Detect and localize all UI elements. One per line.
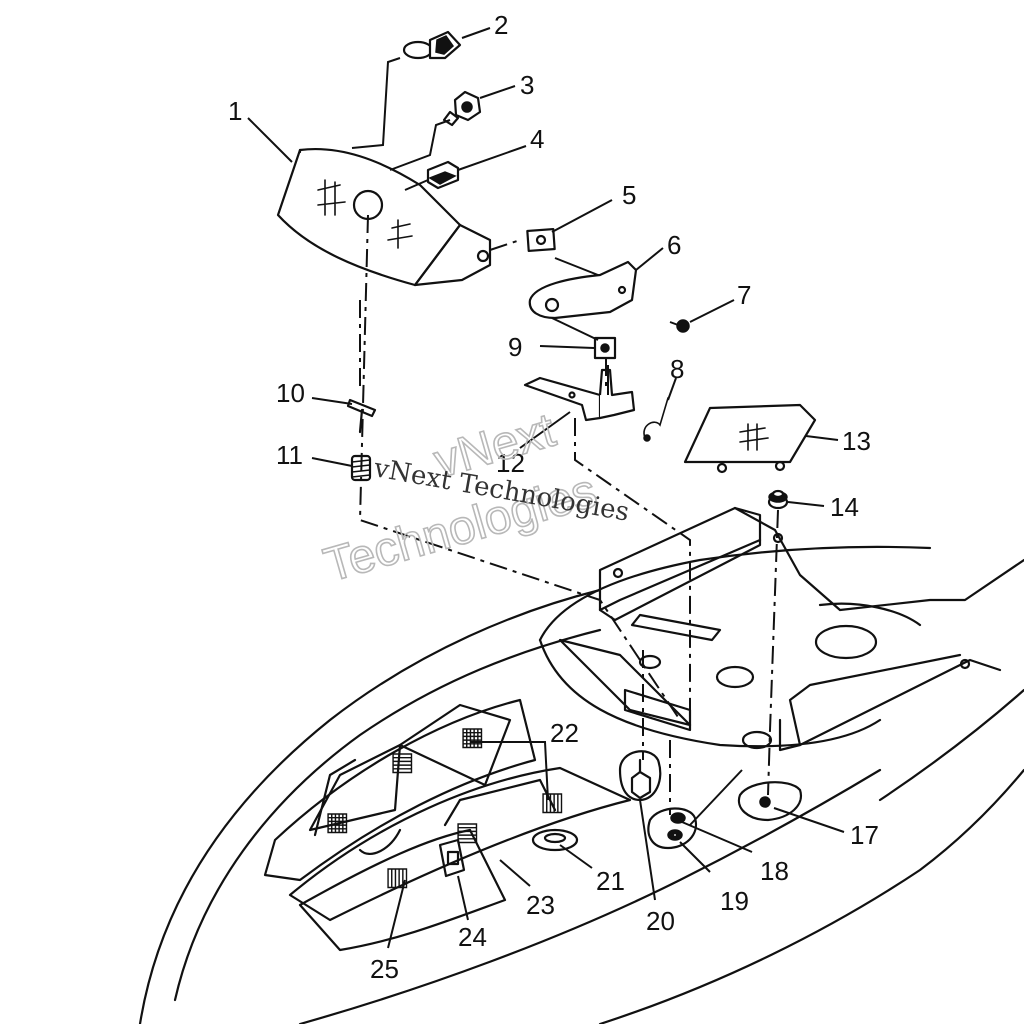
callout-7: 7 [737, 280, 751, 310]
callout-3: 3 [520, 70, 534, 100]
callout-17: 17 [850, 820, 879, 850]
callout-9: 9 [508, 332, 522, 362]
small-grommet [531, 828, 579, 852]
callout-1: 1 [228, 96, 242, 126]
callout-11: 11 [276, 440, 303, 470]
grommet [767, 489, 789, 510]
dash-glyph-6: ▥ [385, 861, 410, 891]
callout-2: 2 [494, 10, 508, 40]
dash-glyph-1: ▦ [325, 806, 350, 836]
watermark: Technologies vNext vNext Technologies [318, 403, 632, 593]
callout-4: 4 [530, 124, 544, 154]
square-nut [593, 336, 617, 360]
hood-body [138, 506, 1024, 1024]
callout-19: 19 [720, 886, 749, 916]
callout-24: 24 [458, 922, 487, 952]
nut-washer-set [618, 750, 698, 850]
small-switch [438, 838, 466, 878]
spring-clip [643, 397, 669, 442]
washer-plate [526, 228, 556, 252]
callout-23: 23 [526, 890, 555, 920]
bulb-socket [442, 90, 482, 127]
cover-panel [683, 403, 817, 474]
dash-glyph-3: ▦ [460, 721, 485, 751]
mount-bracket [528, 260, 638, 320]
dash-glyph-2: ▤ [390, 746, 415, 776]
dashboard-panels: ▦ ▤ ▦ ▥ ▤ ▥ [263, 698, 632, 952]
assembly-centerlines [358, 214, 779, 815]
screw-plate [737, 781, 803, 822]
connector [426, 160, 460, 190]
callout-20: 20 [646, 906, 675, 936]
callout-21: 21 [596, 866, 625, 896]
callout-18: 18 [760, 856, 789, 886]
callout-13: 13 [842, 426, 871, 456]
headlight-housing [276, 148, 492, 287]
callout-labels: 1 2 3 4 5 6 7 8 9 10 11 12 13 14 17 18 1… [228, 10, 879, 984]
wiring-routes [351, 57, 609, 395]
callout-6: 6 [667, 230, 681, 260]
callout-5: 5 [622, 180, 636, 210]
callout-22: 22 [550, 718, 579, 748]
leader-lines [247, 27, 845, 949]
callout-14: 14 [830, 492, 859, 522]
callout-12: 12 [496, 448, 525, 478]
screw [669, 319, 690, 333]
dash-glyph-4: ▥ [540, 786, 565, 816]
callout-10: 10 [276, 378, 305, 408]
callout-8: 8 [670, 354, 684, 384]
bulb [402, 30, 462, 60]
callout-25: 25 [370, 954, 399, 984]
